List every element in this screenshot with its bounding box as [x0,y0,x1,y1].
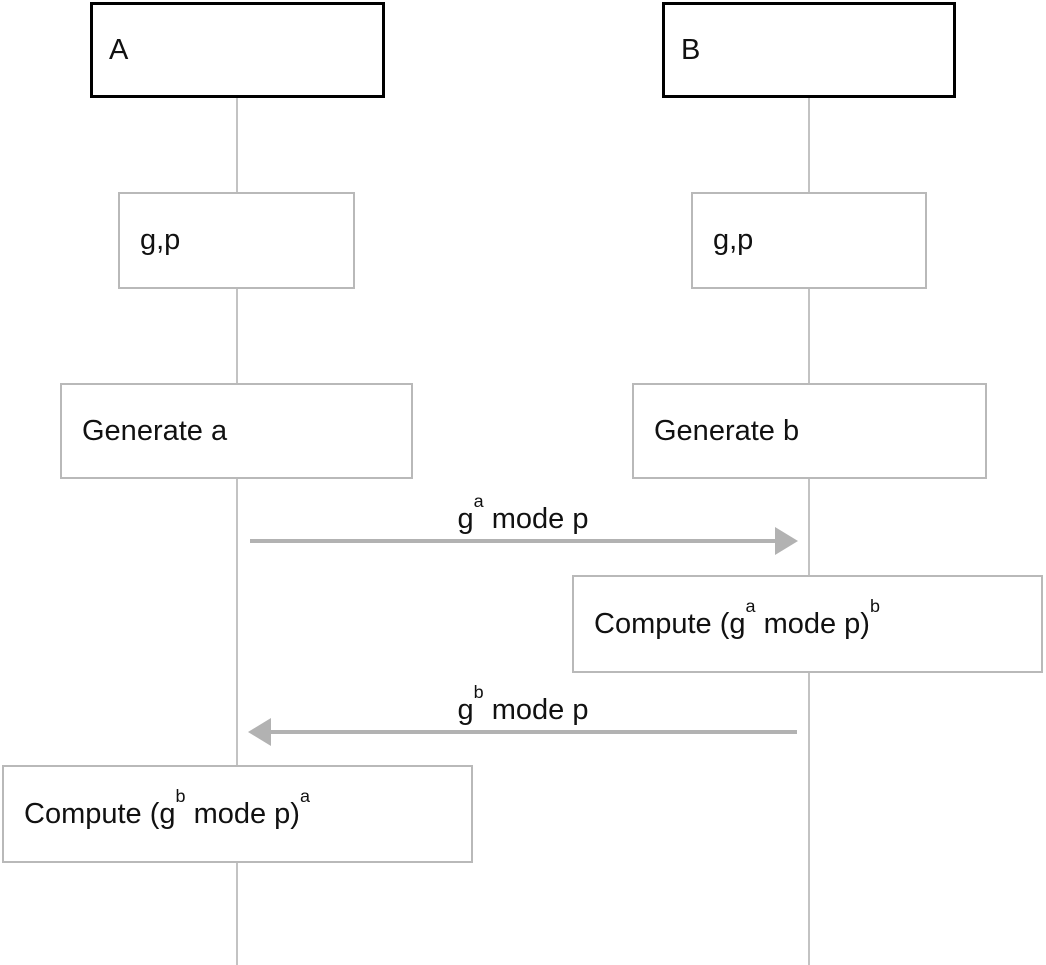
participant-box-b: B [662,2,956,98]
lifeline-a [236,98,238,965]
compute-a-pre: Compute (g [24,797,176,830]
compute-b-pre: Compute (g [594,607,746,640]
compute-b-exponent-2: b [869,595,880,616]
step-label-gp-a: g,p [140,224,181,256]
message-a-to-b-base: g [457,503,474,535]
message-b-to-a-base: g [457,694,474,726]
step-box-generate-b: Generate b [632,383,987,479]
message-label-b-to-a: gb mode p [343,683,703,727]
step-box-compute-a: Compute (gb mode p)a [2,765,473,863]
message-arrowhead-left-icon [248,718,271,746]
message-a-to-b-exponent: a [473,491,484,512]
compute-b-exponent-1: a [745,595,756,616]
compute-a-exponent-1: b [175,785,186,806]
participant-label-a: A [109,33,129,66]
message-a-to-b-rest: mode p [483,503,589,535]
message-b-to-a-rest: mode p [483,694,589,726]
step-box-gp-b: g,p [691,192,927,289]
participant-label-b: B [681,33,701,66]
message-arrow-line-b-to-a [270,730,797,734]
message-label-a-to-b: ga mode p [343,492,703,536]
message-arrowhead-right-icon [775,527,798,555]
lifeline-b [808,98,810,965]
step-label-compute-a: Compute (gb mode p)a [24,787,310,831]
step-label-compute-b: Compute (ga mode p)b [594,597,880,641]
compute-a-mid: mode p) [185,797,300,830]
step-label-generate-a: Generate a [82,414,228,447]
compute-a-exponent-2: a [299,785,310,806]
participant-box-a: A [90,2,385,98]
step-box-gp-a: g,p [118,192,355,289]
step-box-compute-b: Compute (ga mode p)b [572,575,1043,673]
message-b-to-a-exponent: b [473,682,484,703]
step-box-generate-a: Generate a [60,383,413,479]
step-label-gp-b: g,p [713,224,754,256]
compute-b-mid: mode p) [755,607,870,640]
message-arrow-line-a-to-b [250,539,777,543]
step-label-generate-b: Generate b [654,414,800,447]
